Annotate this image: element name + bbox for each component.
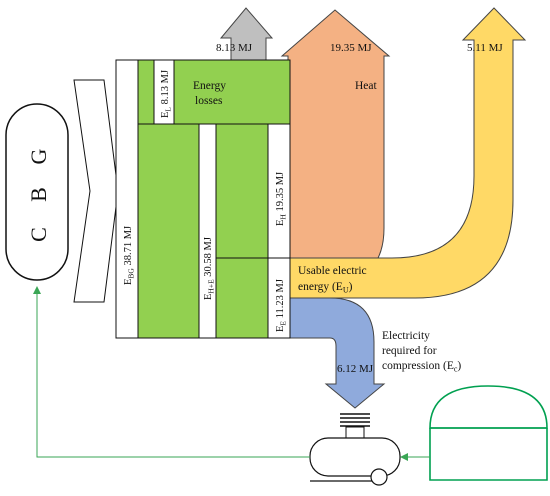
compression-flow [288,297,386,409]
cbg-source: C B G [5,103,69,281]
losses-label-line2: losses [195,95,223,107]
digester-icon [429,385,548,481]
cbg-letter-g: G [26,148,51,165]
compression-label-line2: required for [382,345,437,357]
el-column [153,59,175,125]
ehe-label: EH+E 30.58 MJ [203,237,216,300]
cbg-letter-c: C [26,226,51,242]
heat-label: Heat [355,80,378,92]
ee-label: EE 11.23 MJ [275,279,288,332]
compressor-icon [309,413,401,486]
usable-electric-flow [288,7,527,299]
compression-label-line3: compression (Ec) [382,360,461,374]
cbg-letter-b: B [26,186,51,202]
usable-value: 5.11 MJ [467,42,503,54]
usable-label-line2: energy (EU) [298,281,353,295]
losses-label-line1: Energy [193,80,226,92]
ebg-column [115,59,139,339]
ehe-column [198,123,217,339]
compressor-to-cbg-arrow [33,286,310,458]
ebg-label: EBG 38.71 MJ [123,226,136,285]
heat-value: 19.35 MJ [330,42,372,54]
eh-label: EH 19.35 MJ [275,172,288,226]
el-label: EL 8.13 MJ [160,70,173,118]
compression-value: 6.12 MJ [337,363,374,375]
usable-label-line1: Usable electric [298,265,367,277]
input-chevron-arrow [73,79,119,303]
eh-ee-column [267,123,291,339]
losses-value: 8.13 MJ [216,42,253,54]
compression-label-line1: Electricity [382,330,430,342]
